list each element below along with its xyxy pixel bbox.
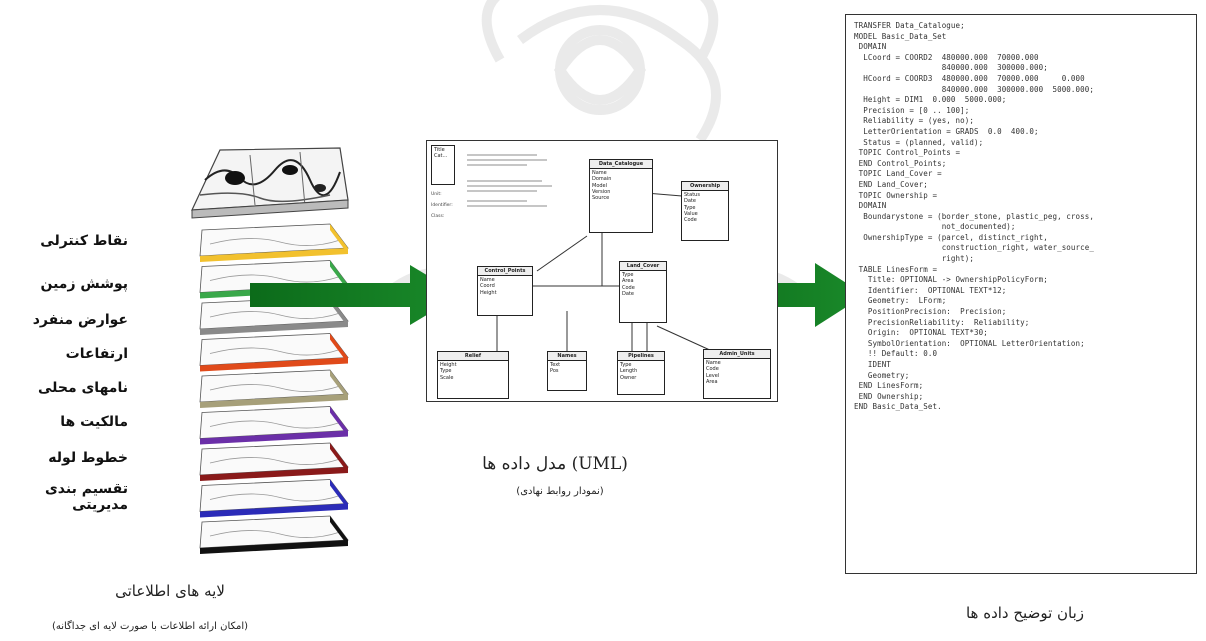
layer-sheet — [199, 406, 349, 445]
layer-label-control-points: نقاط کنترلی — [40, 233, 128, 249]
layers-caption-title: لایه های اطلاعاتی — [115, 582, 225, 600]
layer-sheet — [199, 442, 349, 481]
uml-class-pipelines: Pipelines Type Length Owner — [617, 351, 665, 395]
layer-stack — [191, 147, 349, 554]
code-line: DOMAIN — [854, 42, 887, 52]
uml-class-header: Title Cat... — [431, 145, 455, 185]
code-line: Status = (planned, valid); — [854, 137, 984, 147]
code-line: END LinesForm; — [854, 381, 924, 391]
code-line: TABLE LinesForm = — [854, 264, 938, 274]
code-line: END Control_Points; — [854, 158, 947, 168]
code-line: Identifier: OPTIONAL TEXT*12; — [854, 285, 1007, 295]
layer-label-names: نامهای محلی — [37, 380, 128, 396]
layer-label-ownership: مالکیت ها — [60, 414, 128, 430]
uml-notes — [467, 151, 567, 211]
layer-label-relief: ارتفاعات — [65, 346, 128, 362]
code-line: not_documented); — [854, 222, 1016, 232]
code-line: construction_right, water_source_ — [854, 243, 1094, 253]
code-line: Title: OPTIONAL -> OwnershipPolicyForm; — [854, 275, 1048, 285]
code-line: LCoord = COORD2 480000.000 70000.000 — [854, 52, 1039, 62]
code-line: DOMAIN — [854, 201, 887, 211]
uml-class-data-catalogue: Data_Catalogue Name Domain Model Version… — [589, 159, 653, 233]
code-line: TRANSFER Data_Catalogue; — [854, 21, 965, 30]
layer-label-admin: تقسیم بندی مدیریتی — [44, 481, 128, 513]
layer-sheet — [199, 369, 349, 408]
code-line: right); — [854, 254, 974, 264]
code-line: TOPIC Land_Cover = — [854, 169, 942, 179]
code-line: PrecisionReliability: Reliability; — [854, 317, 1030, 327]
uml-caption-sub: (نمودار روابط نهادی) — [516, 486, 604, 497]
code-lines: TRANSFER Data_Catalogue;MODEL Basic_Data… — [854, 21, 1188, 413]
code-line: OwnershipType = (parcel, distinct_right, — [854, 232, 1048, 242]
uml-class-relief: Relief Height Type Scale — [437, 351, 509, 399]
layer-sheet — [199, 515, 349, 554]
code-line: 840000.000 300000.000 5000.000; — [854, 84, 1094, 94]
code-line: TOPIC Ownership = — [854, 190, 938, 200]
code-line: PositionPrecision: Precision; — [854, 307, 1007, 317]
composite-map — [191, 147, 349, 219]
code-line: Boundarystone = (border_stone, plastic_p… — [854, 211, 1094, 221]
code-line: SymbolOrientation: OPTIONAL LetterOrient… — [854, 338, 1085, 348]
layer-label-pipelines: خطوط لوله — [48, 450, 128, 466]
arrow-layers-to-uml — [250, 265, 460, 325]
uml-diagram: Title Cat... Unit: Identifier: Class: Da… — [426, 140, 778, 402]
code-line: END Basic_Data_Set. — [854, 402, 942, 412]
code-line: 840000.000 300000.000; — [854, 63, 1048, 73]
code-caption-title: زبان توضیح داده ها — [965, 604, 1085, 622]
layer-sheet — [199, 333, 349, 372]
code-line: MODEL Basic_Data_Set — [854, 31, 947, 41]
code-line: Reliability = (yes, no); — [854, 116, 974, 126]
code-line: END Ownership; — [854, 391, 924, 401]
uml-class-ownership: Ownership Status Date Type Value Code — [681, 181, 729, 241]
code-line: Geometry: LForm; — [854, 296, 947, 306]
code-line: END Land_Cover; — [854, 179, 928, 189]
code-line: HCoord = COORD3 480000.000 70000.000 0.0… — [854, 73, 1085, 83]
code-line: Geometry; — [854, 370, 910, 380]
code-line: LetterOrientation = GRADS 0.0 400.0; — [854, 126, 1039, 136]
code-line: Origin: OPTIONAL TEXT*30; — [854, 328, 988, 338]
uml-class-land-cover: Land_Cover Type Area Code Date — [619, 261, 667, 323]
uml-caption-title: (UML) مدل داده ها — [482, 454, 628, 474]
layer-sheet — [199, 479, 349, 518]
layer-sheet — [199, 223, 349, 262]
code-line: Height = DIM1 0.000 5000.000; — [854, 95, 1007, 105]
code-line: IDENT — [854, 360, 891, 369]
uml-class-control-points: Control_Points Name Coord Height — [477, 266, 533, 316]
layer-label-land-cover: پوشش زمین — [40, 276, 128, 292]
code-line: !! Default: 0.0 — [854, 349, 938, 359]
layer-label-features: عوارض منفرد — [32, 312, 128, 328]
layers-caption-sub: (امکان ارائه اطلاعات با صورت لایه ای جدا… — [51, 621, 249, 632]
uml-class-names: Names Text Pos — [547, 351, 587, 391]
uml-legend: Unit: Identifier: Class: — [431, 192, 453, 219]
code-line: TOPIC Control_Points = — [854, 148, 961, 158]
data-description-code-box: TRANSFER Data_Catalogue;MODEL Basic_Data… — [845, 14, 1197, 574]
uml-class-admin-units: Admin_Units Name Code Level Area — [703, 349, 771, 399]
code-line: Precision = [0 .. 100]; — [854, 105, 970, 115]
